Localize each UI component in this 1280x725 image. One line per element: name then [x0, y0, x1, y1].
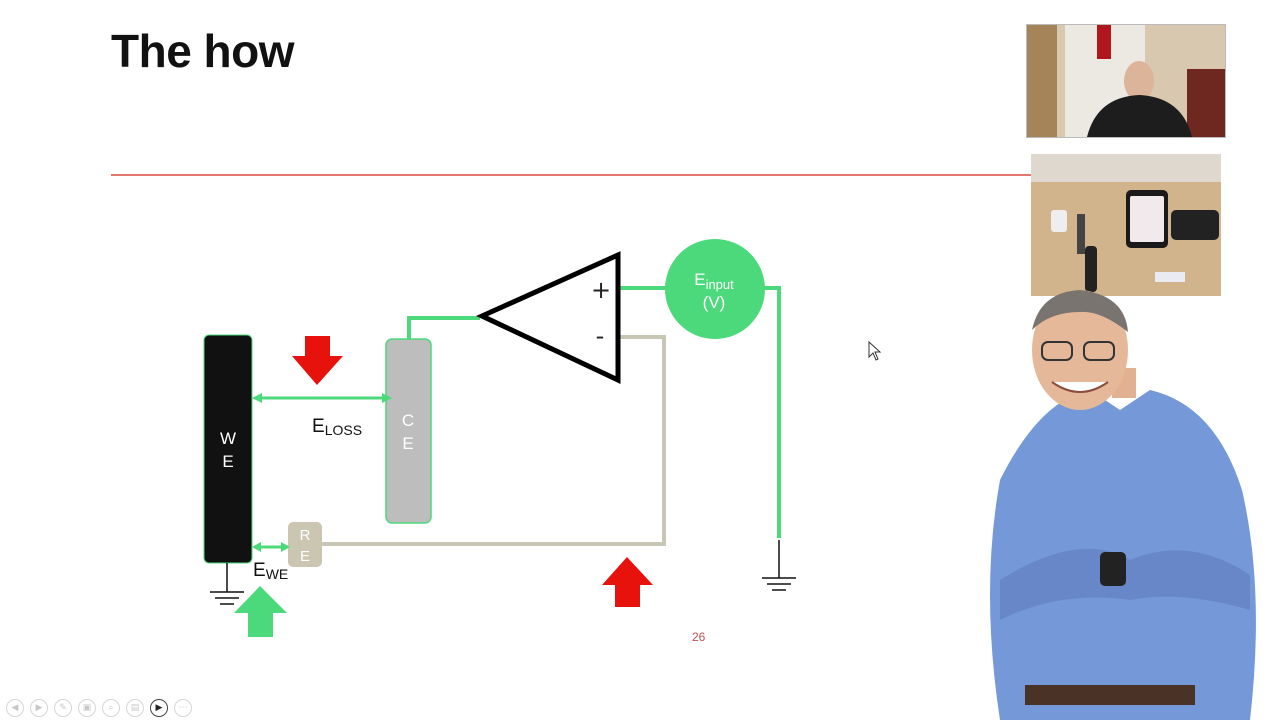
- red-up-arrow: [602, 557, 653, 607]
- slides-grid-icon: ▣: [82, 703, 92, 713]
- pen-icon: ✎: [59, 703, 67, 713]
- svg-text:EWE: EWE: [253, 560, 288, 582]
- subtitles-button[interactable]: ▤: [126, 699, 144, 717]
- reference-electrode: [288, 522, 322, 567]
- more-options-icon: ⋯: [178, 703, 188, 713]
- red-down-arrow: [292, 336, 343, 385]
- ce-label-line1: C: [402, 411, 414, 430]
- re-label-line1: R: [300, 527, 311, 544]
- page-number: 26: [692, 630, 706, 644]
- we-label-line2: E: [222, 452, 233, 471]
- previous-slide-button[interactable]: ◀: [6, 699, 24, 717]
- zoom-button[interactable]: ⌕: [102, 699, 120, 717]
- previous-icon: ◀: [11, 703, 19, 713]
- green-up-arrow: [234, 586, 287, 637]
- slideshow-toolbar: ◀ ▶ ✎ ▣ ⌕ ▤ ▶ ⋯: [6, 699, 192, 717]
- camera-button[interactable]: ▶: [150, 699, 168, 717]
- we-ground-symbol: [210, 563, 244, 605]
- presenter-photo: [980, 290, 1260, 720]
- op-amp-triangle: [476, 251, 621, 384]
- slide-title: The how: [111, 25, 295, 77]
- ewe-arrowhead-left: [252, 542, 261, 552]
- ce-label-line2: E: [402, 434, 413, 453]
- more-options-button[interactable]: ⋯: [174, 699, 192, 717]
- re-feedback-wire: [322, 335, 666, 546]
- next-icon: ▶: [35, 703, 43, 713]
- zoom-icon: ⌕: [108, 703, 114, 713]
- document-camera-feed: [1031, 154, 1221, 296]
- pen-tool-button[interactable]: ✎: [54, 699, 72, 717]
- we-label-line1: W: [220, 429, 236, 448]
- einput-source: [665, 239, 765, 339]
- title-divider: [111, 174, 1033, 176]
- mouse-cursor-icon: [868, 341, 882, 361]
- eloss-arrowhead-left: [252, 393, 262, 403]
- counter-electrode: [385, 338, 432, 524]
- re-label-line2: E: [300, 548, 310, 565]
- svg-text:ELOSS: ELOSS: [312, 416, 362, 438]
- ewe-arrowhead-right: [281, 542, 290, 552]
- eloss-label-sub: LOSS: [325, 422, 362, 438]
- camera-icon: ▶: [155, 703, 163, 713]
- presenter-webcam-feed: [1026, 24, 1226, 138]
- eloss-arrowhead-right: [382, 393, 392, 403]
- eloss-label-main: E: [312, 416, 325, 437]
- einput-label-main: E: [694, 270, 705, 289]
- einput-unit: (V): [703, 293, 726, 312]
- see-all-slides-button[interactable]: ▣: [78, 699, 96, 717]
- op-amp-plus-sign: +: [591, 276, 611, 304]
- working-electrode: [203, 334, 253, 564]
- subtitles-icon: ▤: [130, 703, 140, 713]
- ewe-label-main: E: [253, 560, 266, 581]
- einput-label-sub: input: [706, 277, 735, 292]
- next-slide-button[interactable]: ▶: [30, 699, 48, 717]
- op-amp-minus-sign: -: [596, 322, 605, 350]
- svg-text:Einput: Einput: [694, 270, 734, 292]
- ewe-label-sub: WE: [266, 566, 289, 582]
- ce-to-opamp-wire: [407, 316, 480, 340]
- einput-ground-symbol: [762, 540, 796, 591]
